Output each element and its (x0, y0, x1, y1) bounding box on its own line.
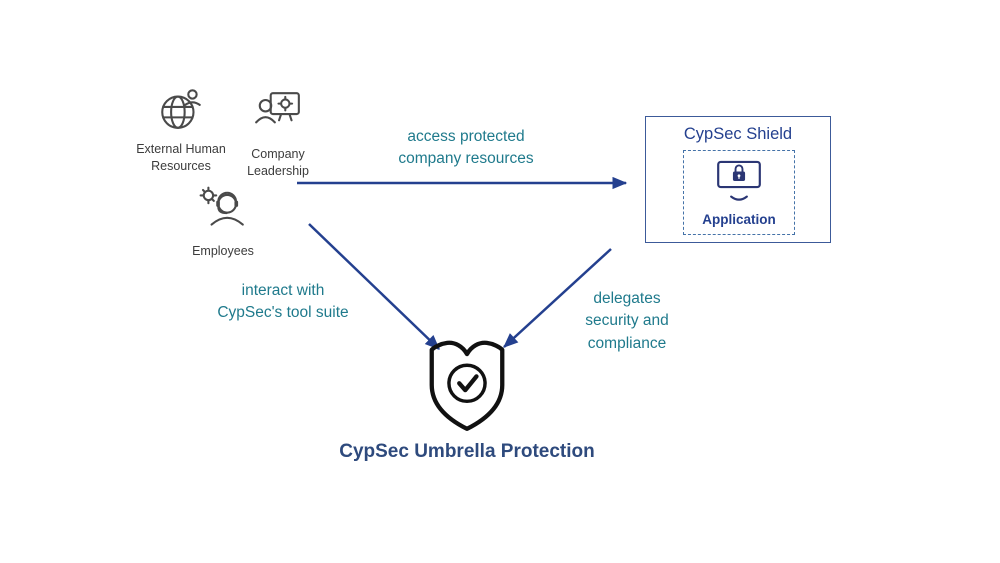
edge-label-delegates: delegates security and compliance (585, 290, 669, 352)
application-box: Application (683, 150, 795, 235)
umbrella-shield-check-icon (424, 329, 510, 441)
actor-label: Employees (192, 244, 254, 258)
edge-label-interact: interact with CypSec's tool suite (217, 282, 349, 322)
cypsec-shield-title: CypSec Shield (683, 125, 793, 143)
edge-label-access-resources: access protected company resources (398, 128, 534, 168)
globe-person-icon (156, 83, 206, 133)
actor-company-leadership: Company Leadership (237, 88, 319, 180)
actor-employees: Employees (175, 185, 271, 260)
monitor-lock-icon (713, 158, 765, 209)
umbrella-protection-title: CypSec Umbrella Protection (339, 441, 595, 462)
actor-label: External Human Resources (136, 142, 226, 173)
person-monitor-icon (253, 88, 303, 138)
person-headset-gear-icon (198, 185, 248, 235)
actor-label: Company Leadership (247, 147, 309, 178)
cypsec-shield-box: CypSec Shield Application (645, 116, 831, 243)
application-label: Application (702, 212, 776, 227)
actor-external-human-resources: External Human Resources (133, 83, 229, 175)
